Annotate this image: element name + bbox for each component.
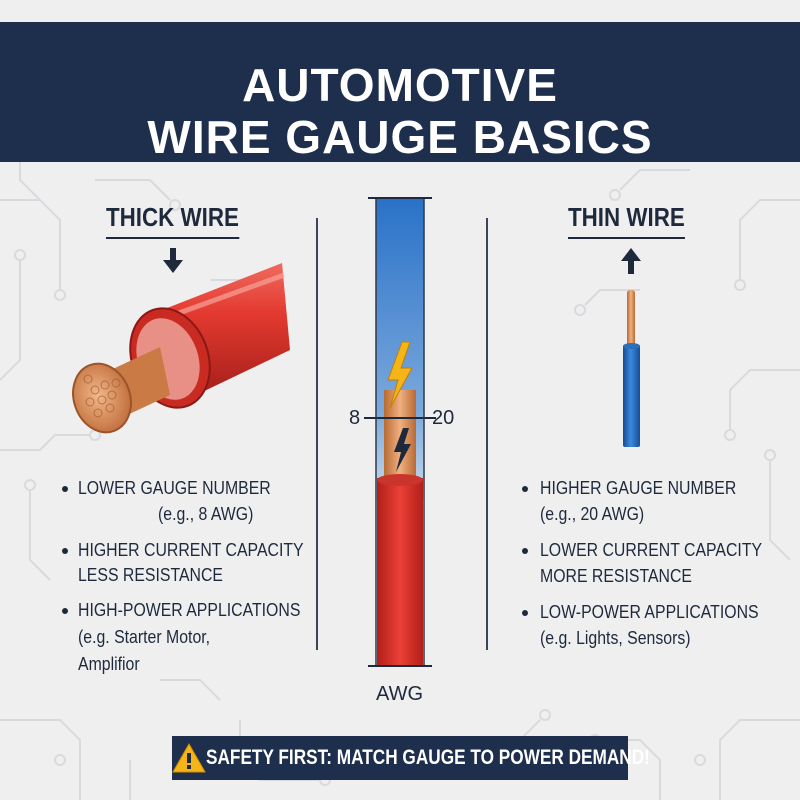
thick-wire-title: THICK WIRE xyxy=(106,202,239,239)
thin-bullet-3-line1: LOW-POWER APPLICATIONS xyxy=(540,602,759,622)
gauge-right-number: 20 xyxy=(432,407,455,429)
bullet-dot xyxy=(522,548,528,554)
thick-bullet-1-line1: LOWER GAUGE NUMBER xyxy=(78,478,271,498)
thick-bullet-3-line3: Amplifior xyxy=(78,654,140,674)
arrow-up-icon xyxy=(621,248,641,274)
thick-bullet-2-line1: HIGHER CURRENT CAPACITY xyxy=(78,540,304,560)
lightning-icon xyxy=(394,428,411,472)
thick-wire-title-text: THICK WIRE xyxy=(106,202,239,232)
thin-bullet-2-line1: LOWER CURRENT CAPACITY xyxy=(540,540,763,560)
page-title-line2: WIRE GAUGE BASICS xyxy=(147,111,653,163)
safety-banner-text: SAFETY FIRST: MATCH GAUGE TO POWER DEMAN… xyxy=(206,746,650,769)
arrow-down-icon xyxy=(163,248,183,273)
right-divider xyxy=(486,218,488,650)
thin-wire-title: THIN WIRE xyxy=(568,202,685,239)
thick-wire-title-underline xyxy=(106,237,239,239)
lightning-icon xyxy=(387,341,413,409)
thick-bullet-3-line2: (e.g. Starter Motor, xyxy=(78,627,211,647)
header-banner: AUTOMOTIVE WIRE GAUGE BASICS xyxy=(0,22,800,163)
thin-wire-title-text: THIN WIRE xyxy=(568,202,685,232)
thin-wire-illustration xyxy=(623,290,640,447)
bullet-dot xyxy=(62,548,68,554)
warning-icon xyxy=(172,736,206,780)
left-divider xyxy=(316,218,318,650)
safety-banner: SAFETY FIRST: MATCH GAUGE TO POWER DEMAN… xyxy=(172,736,650,780)
bullet-dot xyxy=(522,486,528,492)
thick-wire-illustration xyxy=(72,263,290,434)
awg-label: AWG xyxy=(376,683,424,705)
thin-bullet-1-line1: HIGHER GAUGE NUMBER xyxy=(540,478,737,498)
thin-bullet-3-line2: (e.g. Lights, Sensors) xyxy=(540,628,691,648)
thick-bullet-3-line1: HIGH-POWER APPLICATIONS xyxy=(78,600,301,620)
thin-bullet-1-line2: (e.g., 20 AWG) xyxy=(540,504,645,524)
gauge-left-number: 8 xyxy=(349,407,361,429)
bullet-dot xyxy=(522,610,528,616)
thin-bullet-2-line2: MORE RESISTANCE xyxy=(540,566,692,586)
thick-bullet-2-line2: LESS RESISTANCE xyxy=(78,565,223,585)
thin-wire-title-underline xyxy=(568,237,685,239)
page-title-line1: AUTOMOTIVE xyxy=(242,59,558,111)
thick-bullet-1-line2: (e.g., 8 AWG) xyxy=(158,504,254,524)
bullet-dot xyxy=(62,608,68,614)
gauge-scale-illustration xyxy=(364,197,436,667)
bullet-dot xyxy=(62,486,68,492)
